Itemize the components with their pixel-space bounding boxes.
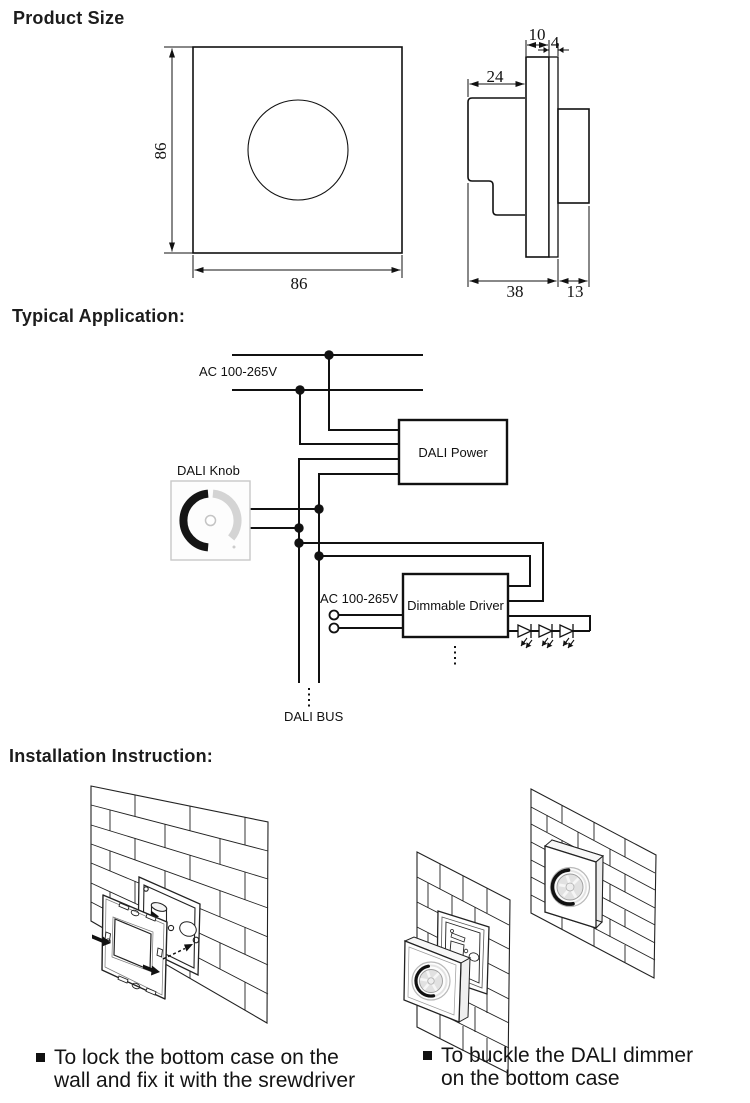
- install-step2-note: To buckle the DALI dimmer on the bottom …: [423, 1044, 713, 1090]
- side-view-drawing: [467, 40, 590, 287]
- knob-icon: [411, 961, 451, 1001]
- screw-icon: [92, 934, 160, 976]
- knob-icon: [549, 866, 591, 908]
- side-plate-dimension: 10: [528, 25, 546, 44]
- product-size-heading: Product Size: [13, 8, 125, 28]
- side-knob-depth-dimension: 13: [566, 282, 584, 301]
- floating-dimmer-panel: [403, 936, 472, 1023]
- square-bullet-icon: [423, 1051, 432, 1060]
- dali-power-box: [397, 418, 509, 486]
- dimmable-driver-box: [401, 572, 510, 639]
- mounted-dimmer: [543, 839, 605, 930]
- ac-input-driver-label: AC 100-265V: [320, 591, 399, 606]
- screwdriver-arrow-icon: [162, 944, 193, 960]
- install-step1-illustration: [90, 785, 269, 1024]
- dali-knob-label: DALI Knob: [177, 463, 240, 478]
- front-width-dimension: 86: [290, 274, 308, 293]
- wiring-diagram: [170, 350, 591, 709]
- install-step1-text: To lock the bottom case on the wall and …: [54, 1046, 356, 1092]
- side-back-depth-dimension: 24: [486, 67, 504, 86]
- ac-input-top-label: AC 100-265V: [199, 364, 278, 379]
- install-step2-illustration: [403, 788, 657, 1074]
- front-view-drawing: [164, 46, 403, 278]
- side-total-depth-dimension: 38: [506, 282, 524, 301]
- front-height-dimension: 86: [151, 142, 170, 160]
- side-gap-dimension: 4: [550, 33, 560, 52]
- led-string-icon: [508, 615, 591, 649]
- typical-application-heading: Typical Application:: [12, 306, 186, 326]
- square-bullet-icon: [36, 1053, 45, 1062]
- dali-bus-label: DALI BUS: [284, 709, 344, 724]
- junction-dots: [294, 350, 334, 561]
- installation-heading: Installation Instruction:: [9, 746, 214, 766]
- dimmable-driver-label: Dimmable Driver: [407, 598, 504, 613]
- dali-knob-icon: [170, 480, 251, 561]
- dali-power-label: DALI Power: [418, 444, 488, 460]
- install-step2-text: To buckle the DALI dimmer on the bottom …: [441, 1044, 694, 1090]
- install-step1-note: To lock the bottom case on the wall and …: [36, 1046, 366, 1092]
